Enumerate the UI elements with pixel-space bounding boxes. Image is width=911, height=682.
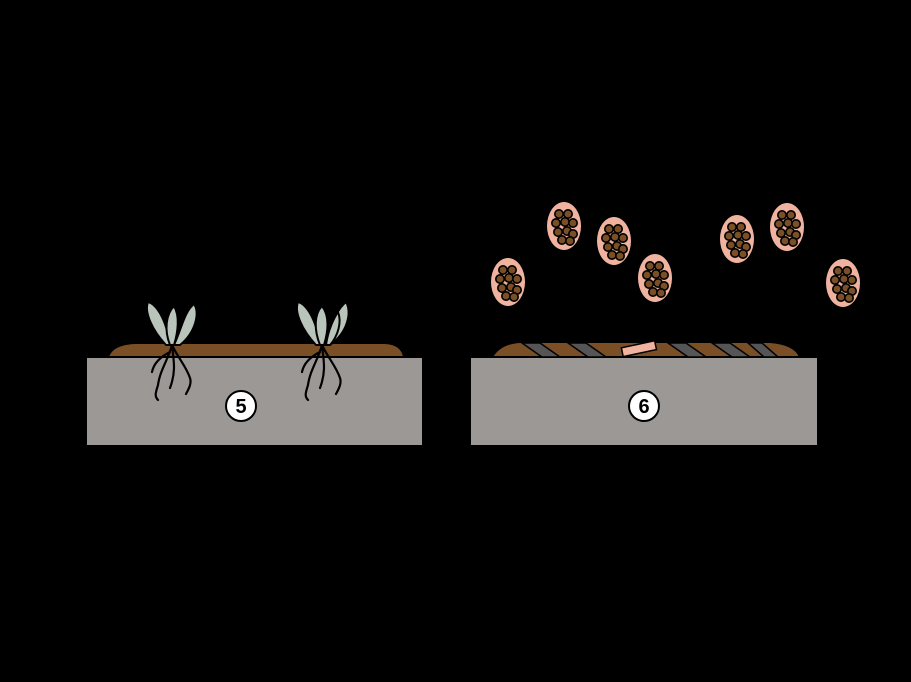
step-number: 5 xyxy=(235,396,246,418)
debris-stripe xyxy=(709,342,753,358)
step-badge: 5 xyxy=(225,390,257,422)
seedling xyxy=(296,301,350,402)
spore-cluster xyxy=(490,257,526,307)
debris-fragment xyxy=(620,339,658,358)
debris-stripe xyxy=(565,342,609,358)
soil-mound xyxy=(106,342,406,358)
roots xyxy=(300,343,342,402)
spore-cluster xyxy=(596,216,632,266)
leaf xyxy=(314,305,329,346)
panel-6: 6 xyxy=(469,201,861,447)
roots xyxy=(150,343,192,402)
leaf xyxy=(325,311,341,346)
spore-clusters xyxy=(490,201,861,308)
leaf xyxy=(173,303,198,346)
debris-stripe xyxy=(665,342,709,358)
spore-cluster xyxy=(825,258,861,308)
spore-cluster xyxy=(719,214,755,264)
spore-cluster xyxy=(637,253,673,303)
spore-cluster xyxy=(769,202,805,252)
decaying-debris xyxy=(519,339,780,358)
step-badge: 6 xyxy=(628,390,660,422)
step-number: 6 xyxy=(638,396,649,418)
debris-stripe xyxy=(519,342,563,358)
spore-cluster xyxy=(546,201,582,251)
seedling xyxy=(146,301,198,402)
debris-stripe xyxy=(746,342,780,358)
panel-5: 5 xyxy=(85,301,424,447)
leaf xyxy=(165,305,179,346)
